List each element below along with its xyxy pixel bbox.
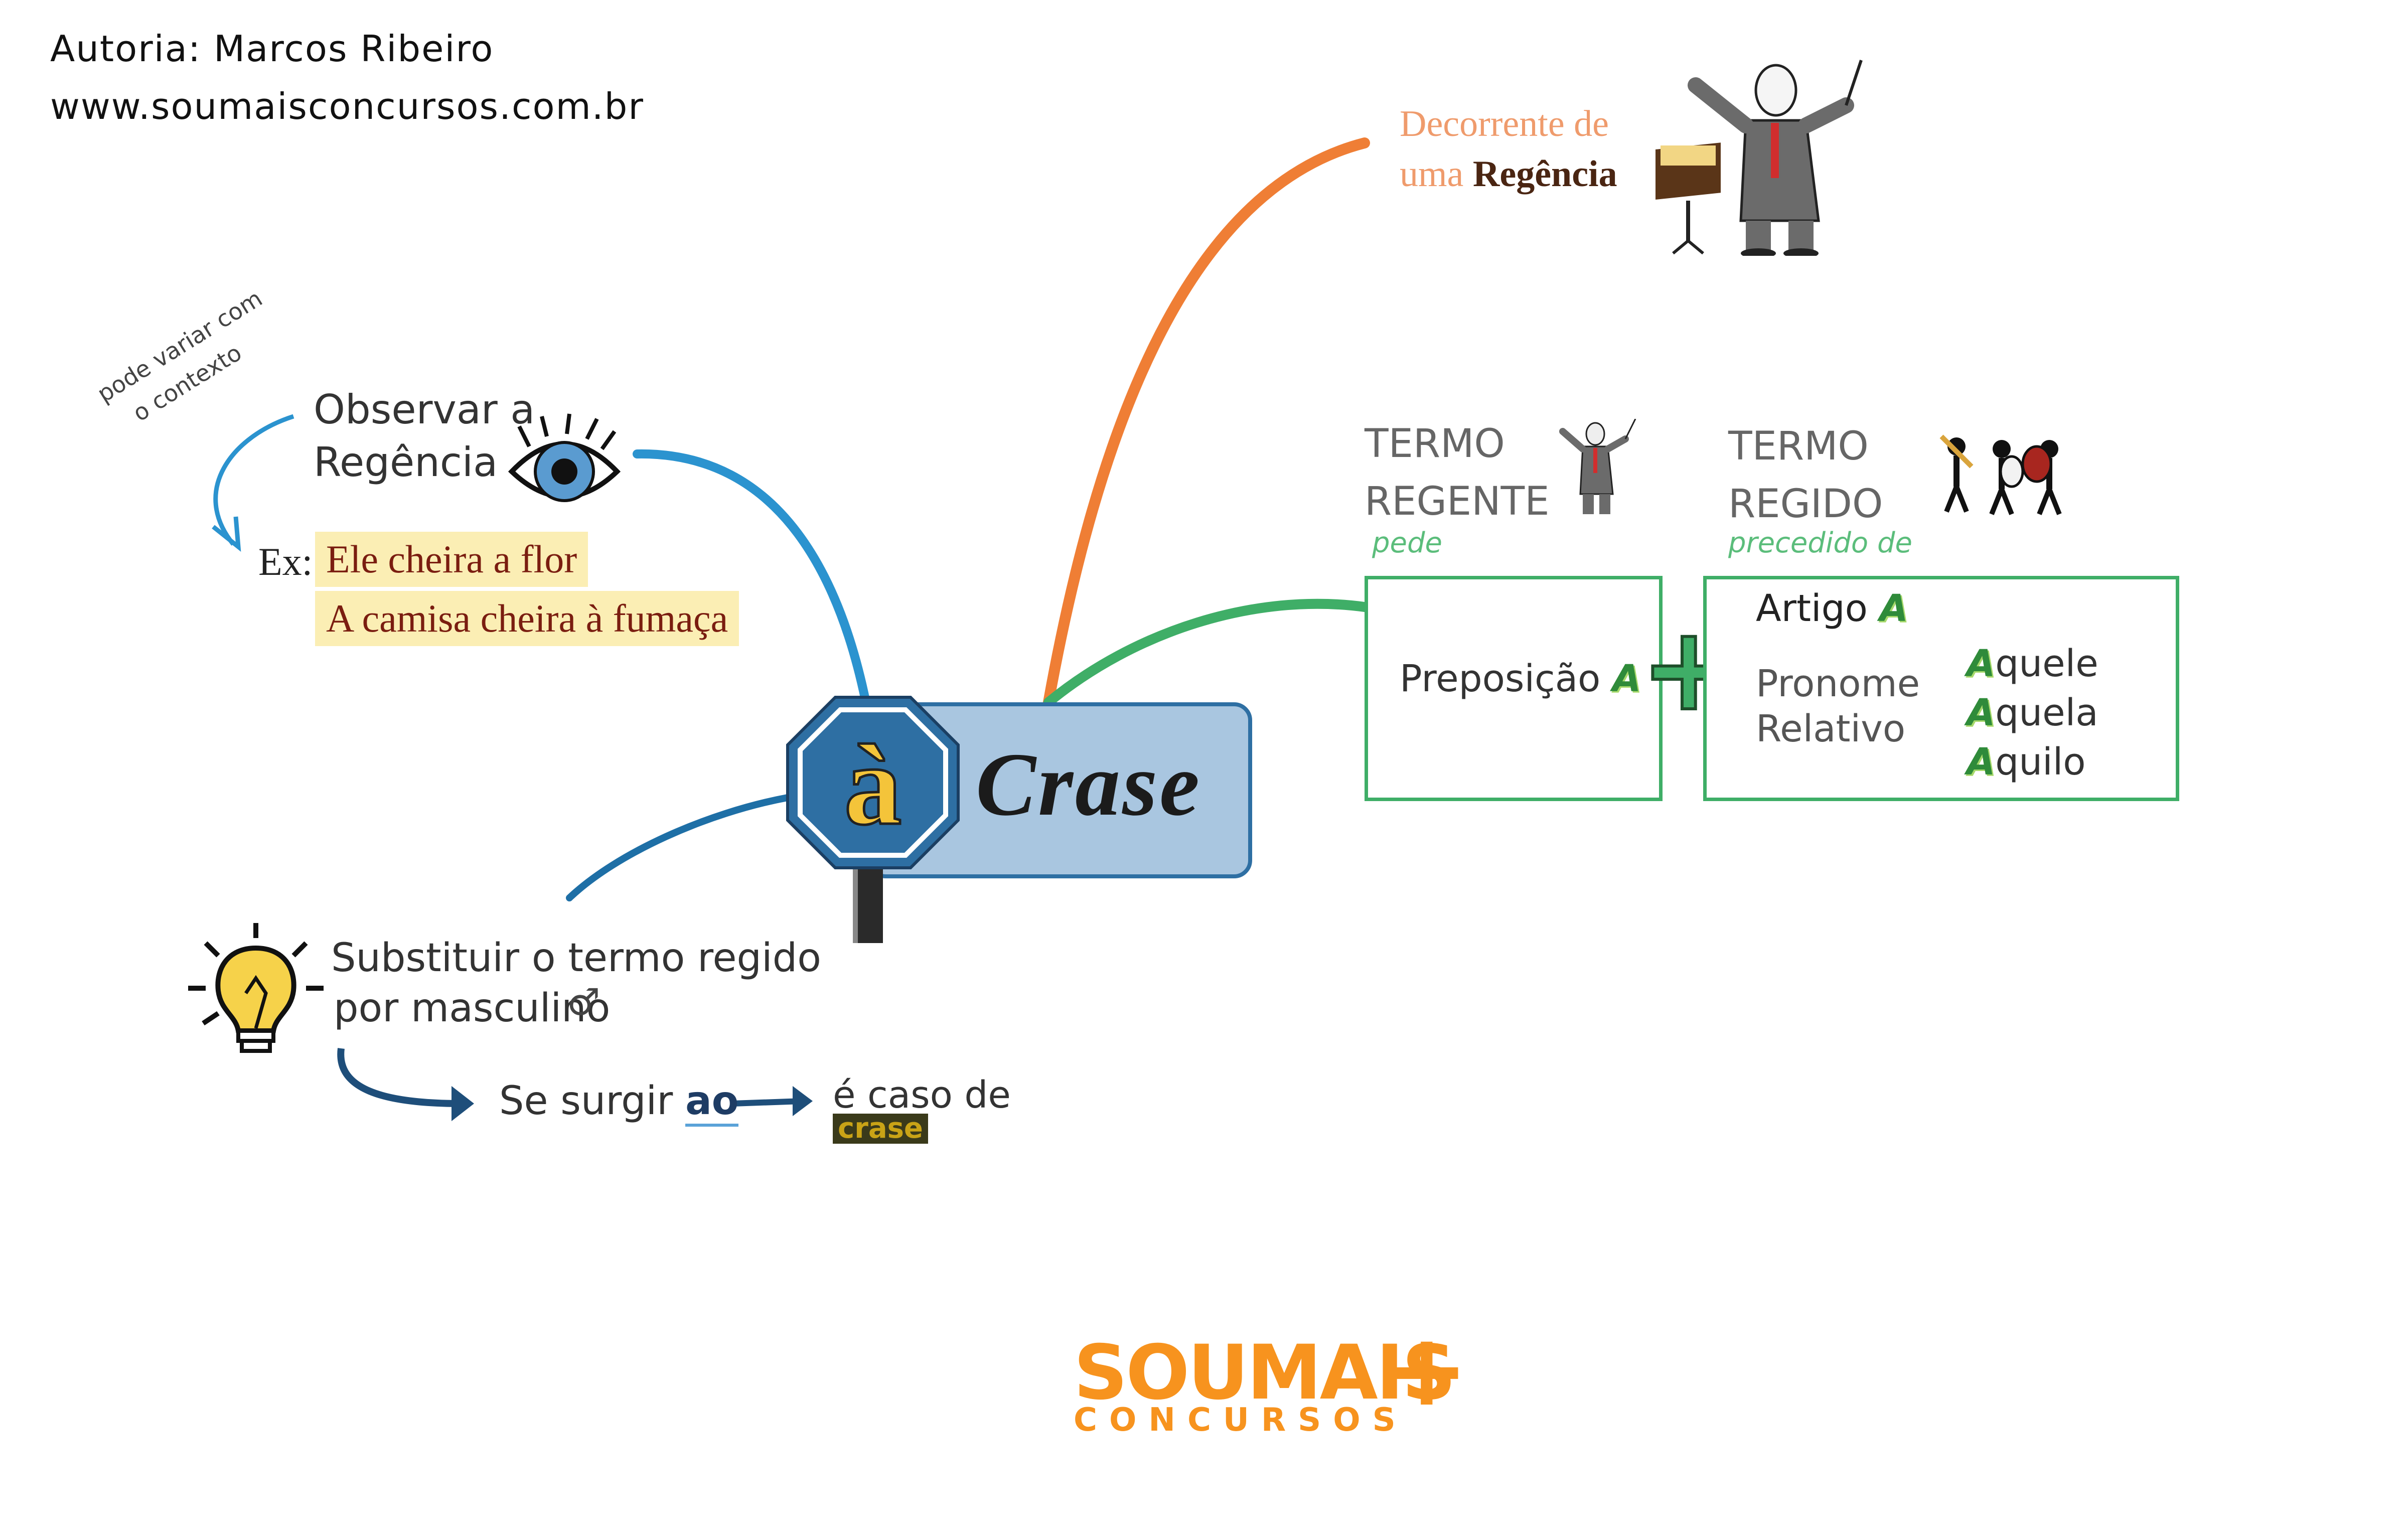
green-branch-line	[1043, 598, 1370, 707]
logo: SOUMAIS + CONCURSOS	[1074, 1312, 1469, 1439]
conclusion-line2: crase	[833, 1114, 928, 1144]
pronoun-aquela: Aquela	[1967, 691, 2098, 734]
crase-symbol: à	[843, 720, 903, 850]
darkblue-branch-line	[566, 794, 791, 901]
musicians-icon	[1939, 434, 2062, 515]
logo-line2: CONCURSOS	[1074, 1402, 1408, 1439]
side-note-arrowhead	[212, 516, 241, 552]
result-emph: ao	[685, 1079, 739, 1127]
preposition-letter: A	[1612, 657, 1641, 700]
conductor-small-icon	[1559, 419, 1636, 514]
pronoun-letter: A	[1967, 691, 1996, 734]
pronome-line2: Relativo	[1756, 707, 1906, 750]
male-symbol-icon: ♂	[567, 981, 600, 1024]
conclusion-line1: é caso de	[833, 1073, 1011, 1117]
pronoun-rest: quilo	[1995, 740, 2086, 784]
regente-line1: TERMO	[1365, 421, 1505, 467]
example-1: Ele cheira a flor	[315, 532, 588, 587]
artigo-label: Artigo A	[1756, 587, 1908, 630]
top-branch-line1: Decorrente de	[1400, 103, 1609, 144]
orange-branch-line	[1043, 137, 1370, 708]
conclusion-arrowhead	[793, 1086, 813, 1116]
side-note-arrow	[213, 414, 294, 546]
logo-line1: SOUMAIS	[1074, 1329, 1456, 1417]
conductor-icon	[1656, 60, 1863, 256]
regido-line2: REGIDO	[1728, 482, 1883, 527]
logo-plus: +	[1385, 1312, 1469, 1429]
result-prefix: Se surgir	[499, 1079, 673, 1124]
regido-sub: precedido de	[1728, 527, 1912, 559]
example-label: Ex:	[258, 540, 313, 583]
regente-line2: REGENTE	[1365, 479, 1550, 524]
artigo-text: Artigo	[1756, 587, 1868, 630]
top-branch-line2: uma Regência	[1400, 153, 1617, 196]
central-title: Crase	[976, 734, 1202, 834]
bulb-result-arrow	[337, 1048, 462, 1107]
regido-line1: TERMO	[1728, 424, 1869, 469]
pronoun-letter: A	[1967, 642, 1996, 685]
blue-branch-line	[633, 449, 872, 717]
lightbulb-icon	[188, 923, 324, 1053]
regente-sub: pede	[1372, 527, 1442, 559]
pronoun-rest: quele	[1995, 642, 2098, 685]
article-pronoun-box	[1703, 576, 2179, 801]
substitute-line2: por masculino	[334, 986, 611, 1031]
example-2: A camisa cheira à fumaça	[315, 591, 739, 646]
author-credit: Autoria: Marcos Ribeiro	[50, 28, 494, 70]
preposition-label: Preposição A	[1400, 657, 1641, 700]
observe-line2: Regência	[314, 439, 498, 486]
pronoun-aquele: Aquele	[1967, 642, 2098, 685]
top-branch-prefix: uma	[1400, 153, 1464, 195]
top-branch-emph: Regência	[1472, 153, 1617, 195]
pronoun-rest: quela	[1995, 691, 2098, 734]
eye-icon	[508, 413, 621, 502]
substitute-line1: Substituir o termo regido	[331, 936, 821, 981]
conclusion-arrow	[732, 1098, 803, 1107]
pronoun-letter: A	[1967, 740, 1996, 784]
pronoun-aquilo: Aquilo	[1967, 740, 2086, 784]
bulb-result-arrowhead	[452, 1086, 474, 1121]
octagon-sign-icon	[786, 696, 960, 869]
site-url: www.soumaisconcursos.com.br	[50, 85, 644, 127]
preposition-text: Preposição	[1400, 657, 1601, 700]
pronome-line1: Pronome	[1756, 662, 1920, 705]
preposition-box	[1365, 576, 1663, 801]
observe-line1: Observar a	[314, 386, 535, 433]
artigo-letter: A	[1879, 587, 1908, 630]
result-line: Se surgir ao	[499, 1079, 739, 1127]
